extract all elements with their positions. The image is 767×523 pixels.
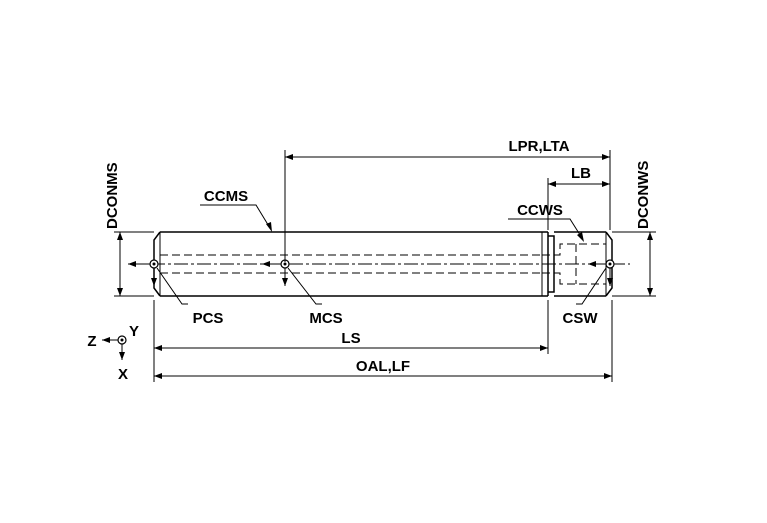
ccws-label: CCWS bbox=[517, 202, 563, 219]
dconws-dimension: DCONWS bbox=[612, 161, 656, 297]
mcs-label: MCS bbox=[309, 310, 342, 327]
pcs-label: PCS bbox=[193, 310, 224, 327]
shank-body bbox=[128, 231, 630, 297]
dconms-label: DCONMS bbox=[104, 162, 121, 229]
axis-y-label: Y bbox=[129, 323, 139, 340]
lpr-lta-dimension: LPR,LTA bbox=[284, 138, 611, 262]
mcs-leader: MCS bbox=[287, 267, 343, 327]
lpr-lta-label: LPR,LTA bbox=[508, 138, 569, 155]
lb-dimension: LB bbox=[547, 165, 610, 230]
axis-z-label: Z bbox=[87, 333, 96, 350]
dconms-dimension: DCONMS bbox=[104, 162, 154, 297]
dconws-label: DCONWS bbox=[635, 161, 652, 229]
ccms-leader: CCMS bbox=[200, 188, 272, 232]
csw-point bbox=[605, 259, 615, 269]
point-axis-arrows bbox=[128, 261, 613, 286]
csw-leader: CSW bbox=[563, 267, 607, 327]
pcs-point bbox=[149, 259, 159, 269]
oal-lf-dimension: OAL,LF bbox=[153, 300, 613, 382]
ccws-leader: CCWS bbox=[508, 202, 584, 242]
axis-x-label: X bbox=[118, 366, 128, 383]
csw-label: CSW bbox=[563, 310, 599, 327]
pcs-leader: PCS bbox=[156, 267, 224, 327]
ccms-label: CCMS bbox=[204, 188, 248, 205]
ls-dimension: LS bbox=[153, 300, 549, 354]
ls-label: LS bbox=[341, 330, 360, 347]
lb-label: LB bbox=[571, 165, 591, 182]
coordinate-axis-triad: Z Y X bbox=[87, 323, 139, 383]
oal-lf-label: OAL,LF bbox=[356, 358, 410, 375]
